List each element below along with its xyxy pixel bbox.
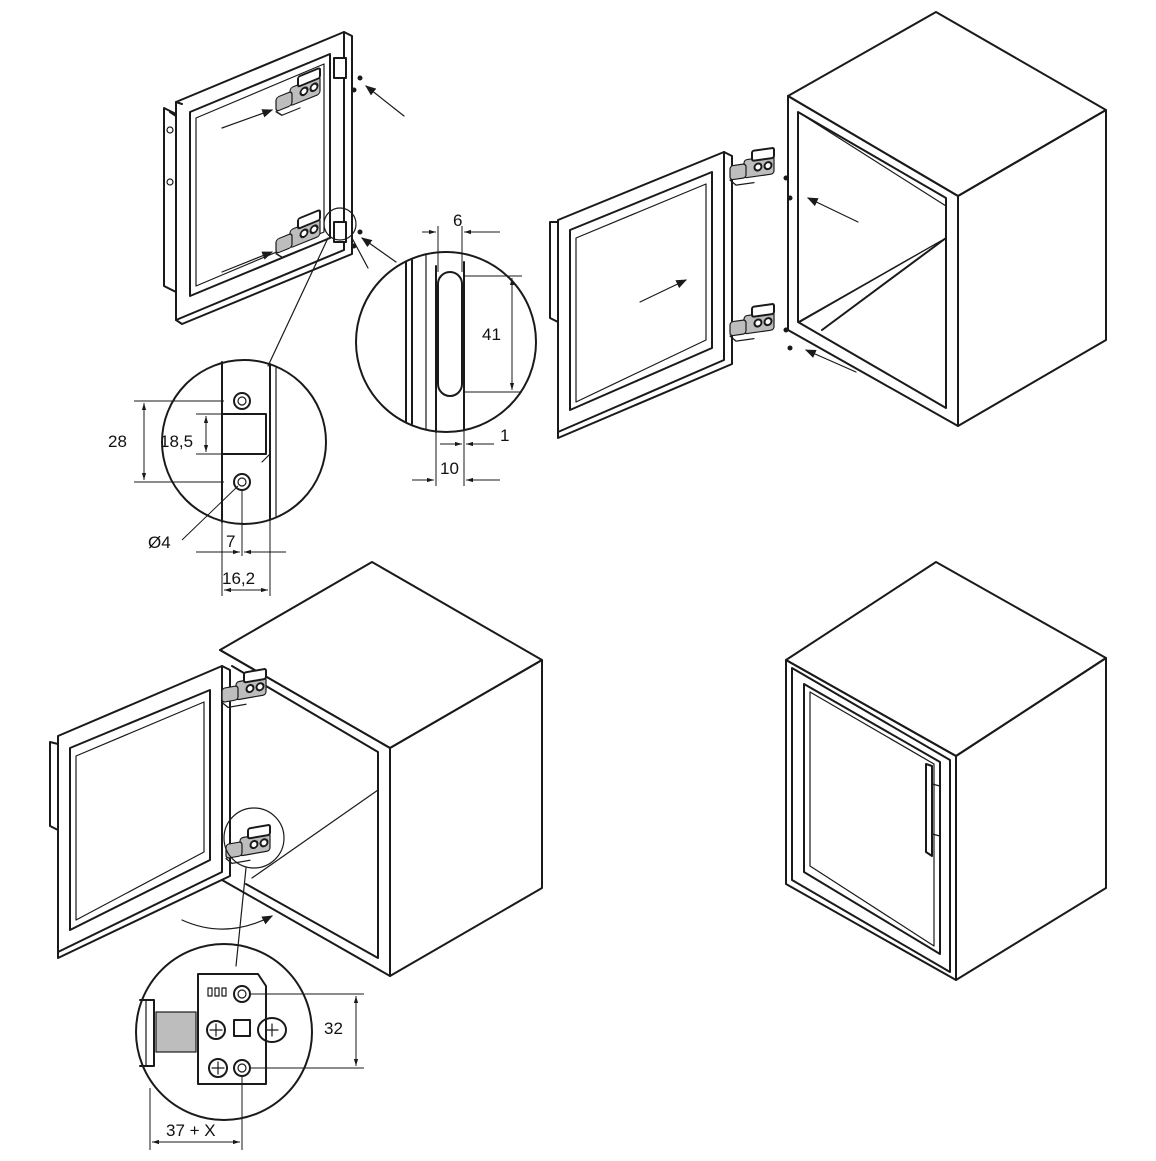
detail-circle-slot — [355, 251, 537, 433]
arrow-screw-upper — [365, 85, 405, 117]
detail-mounting-plate: 28 18,5 Ø4 7 16,2 — [108, 359, 327, 596]
dim-slot-edge: 10 — [440, 459, 459, 478]
dim-hole-spacing: 18,5 — [160, 432, 193, 451]
screws-upper — [351, 75, 363, 249]
dim-offset: 7 — [226, 532, 235, 551]
door-hinge-upper — [274, 57, 347, 119]
step-4-finished-cabinet — [785, 561, 1107, 981]
step-2-cabinet-mounting — [549, 11, 1107, 439]
cabinet-side-4 — [955, 657, 1107, 981]
dim-hinge-spacing: 32 — [324, 1019, 343, 1038]
door-hinge-lower — [274, 208, 347, 261]
step-3-hinge-adjust — [49, 561, 543, 977]
cabinet-top-3 — [219, 561, 543, 749]
door-handle — [925, 763, 933, 857]
detail-circle-plate — [161, 359, 327, 525]
dim-slot-offset: 1 — [500, 426, 509, 445]
cabinet-side-3 — [389, 659, 543, 977]
dim-slot-length: 41 — [482, 325, 501, 344]
dim-slot-width: 6 — [453, 211, 462, 230]
cabinet-side — [957, 109, 1107, 427]
dim-diameter: Ø4 — [148, 533, 171, 552]
cabinet-top-4 — [785, 561, 1107, 757]
callout-circle-hinge — [223, 807, 285, 869]
arrow-screw-lower — [361, 237, 397, 263]
dim-plate-height: 28 — [108, 432, 127, 451]
dim-plate-width: 16,2 — [222, 569, 255, 588]
arrow-door-push — [639, 279, 687, 303]
arrow-insert-upper — [221, 109, 274, 129]
cabinet-front-edge — [787, 95, 959, 427]
cabinet-front-4 — [785, 659, 957, 981]
dim-hinge-distance: 37 + X — [166, 1121, 216, 1140]
cabinet-top — [787, 11, 1107, 197]
detail-hinge-cup: 32 37 + X — [135, 943, 364, 1150]
step-1-door-hinges — [163, 31, 405, 367]
arrow-cabinet-lower — [805, 349, 857, 373]
door-open — [557, 151, 725, 433]
door-closed — [791, 667, 951, 973]
arrow-insert-lower — [221, 251, 274, 273]
arrow-cabinet-upper — [807, 197, 859, 223]
detail-slot-hole: 6 41 1 10 — [355, 211, 537, 486]
callout-circle-small — [323, 207, 357, 241]
door-mounted — [57, 665, 223, 953]
arrow-rotate — [181, 915, 273, 930]
hinge-plate — [197, 973, 267, 1085]
detail-circle-hinge — [135, 943, 313, 1121]
